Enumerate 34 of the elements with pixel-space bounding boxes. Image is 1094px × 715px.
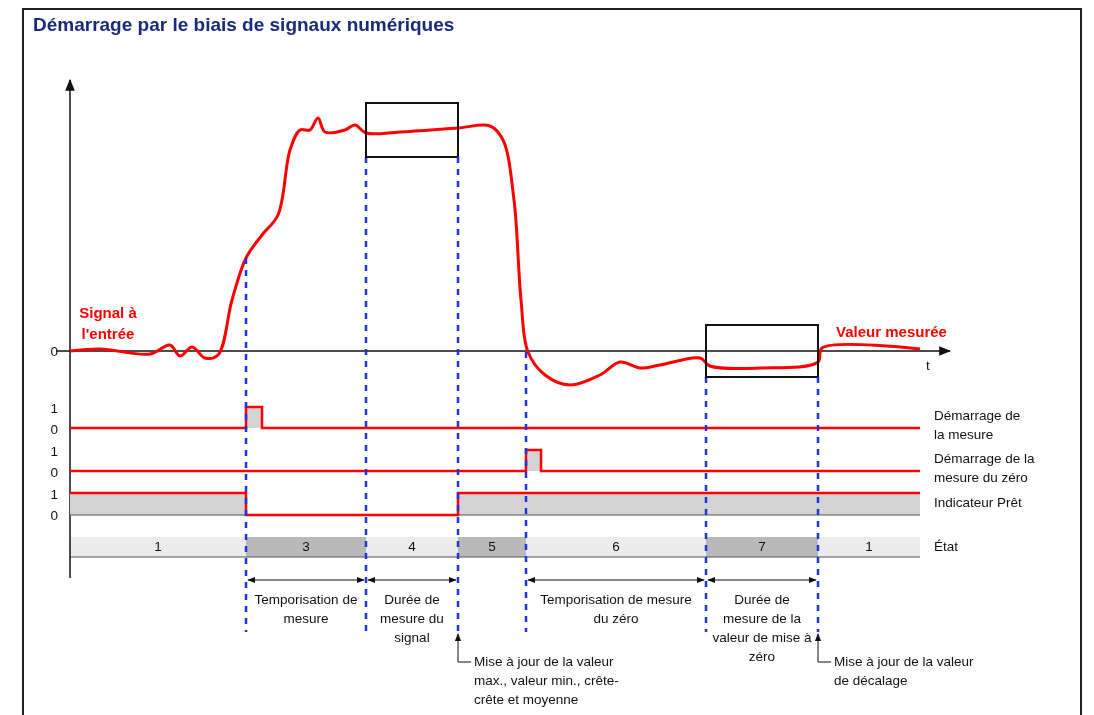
dashed-marker-line	[816, 377, 820, 632]
axis-label: t	[926, 357, 931, 375]
level-label: 0	[49, 507, 58, 525]
diagram-title: Démarrage par le biais de signaux numériques	[33, 14, 455, 36]
level-label: 1	[49, 400, 58, 418]
state-number: 1	[864, 538, 874, 556]
level-label: 1	[49, 443, 58, 461]
measurement-window	[705, 324, 819, 378]
row-label: Démarrage de la mesure	[934, 407, 1022, 444]
interval-label: Temporisation de mesure	[253, 591, 359, 628]
level-label: 0	[49, 464, 58, 482]
annotation-text: Mise à jour de la valeur de décalage	[834, 652, 974, 690]
state-number: 7	[757, 538, 767, 556]
leader-arrow	[454, 633, 472, 663]
state-number: 1	[153, 538, 163, 556]
annotation-text: Mise à jour de la valeur max., valeur min., crête-crête et moyenne	[474, 652, 644, 709]
row-label: État	[934, 538, 959, 556]
row-label: Indicateur Prêt	[934, 494, 1023, 512]
interval-label: Durée de mesure du signal	[379, 591, 445, 647]
state-number: 4	[407, 538, 417, 556]
signal-label: Valeur mesurée	[836, 322, 948, 341]
state-number: 6	[611, 538, 621, 556]
dashed-marker-line	[456, 157, 460, 632]
level-label: 1	[49, 486, 58, 504]
state-number: 5	[487, 538, 497, 556]
level-label: 0	[49, 343, 58, 361]
signal-label: Signal à l'entrée	[78, 303, 138, 344]
interval-label: Durée de mesure de la valeur de mise à zéro	[712, 591, 812, 666]
measurement-window	[365, 102, 459, 158]
row-label: Démarrage de la mesure du zéro	[934, 450, 1036, 487]
leader-arrow	[814, 633, 832, 663]
state-number: 3	[301, 538, 311, 556]
level-label: 0	[49, 421, 58, 439]
interval-label: Temporisation de mesure du zéro	[539, 591, 693, 628]
